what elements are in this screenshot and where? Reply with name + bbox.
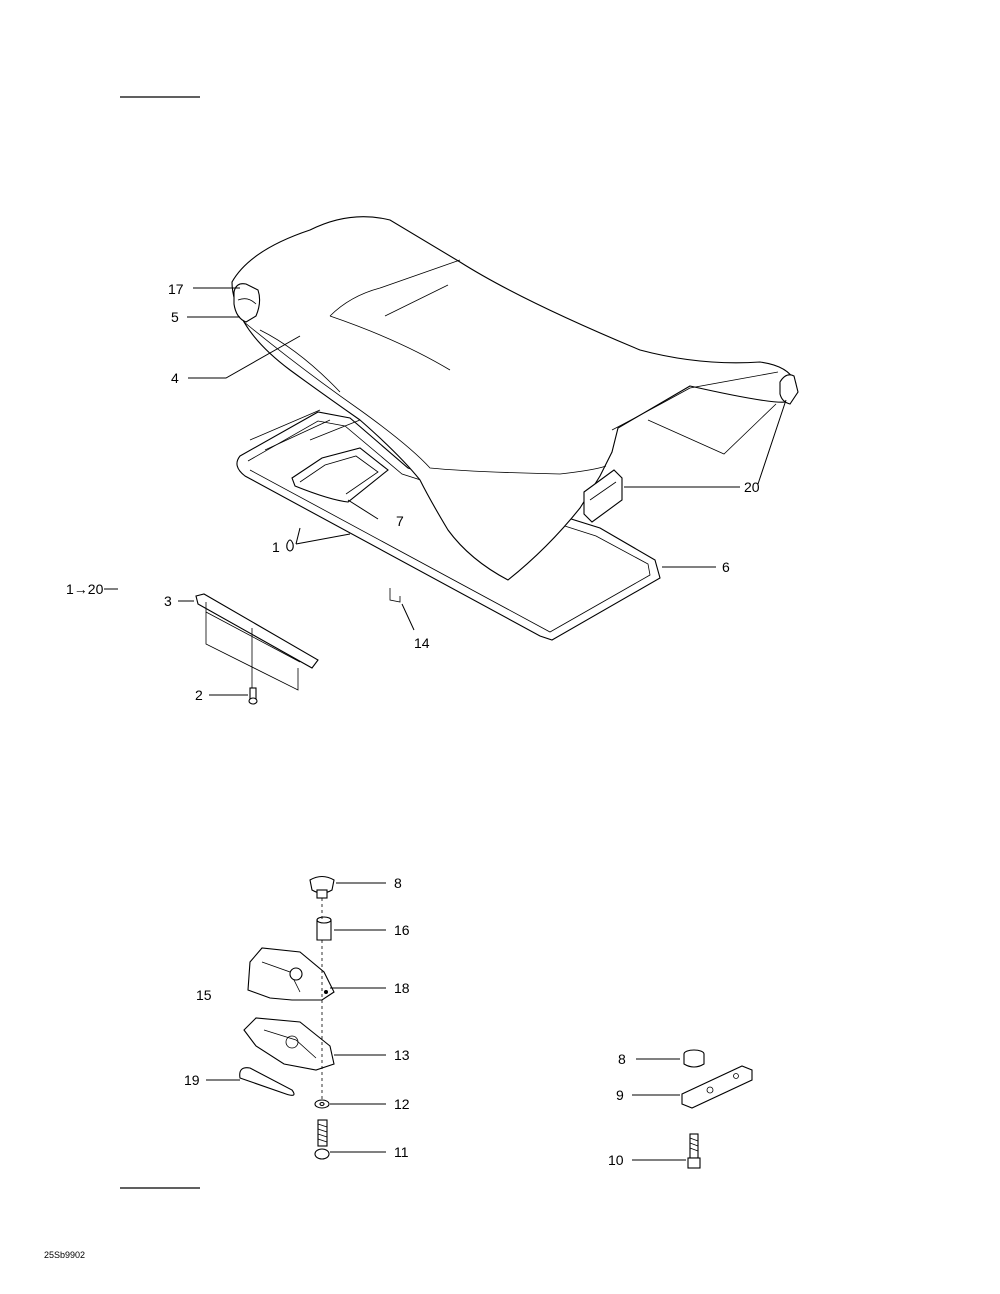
callout-13: 13	[394, 1047, 410, 1063]
front-bumper-part	[233, 283, 261, 323]
hinge-bracket-part	[195, 593, 319, 691]
striker-bumper-part	[683, 1049, 705, 1068]
callout-2: 2	[195, 687, 203, 703]
screw-part	[248, 687, 258, 705]
callout-20: 20	[744, 479, 760, 495]
callout-18: 18	[394, 980, 410, 996]
callout-14: 14	[414, 635, 430, 651]
callout-1: 1	[272, 539, 280, 555]
clip-part	[389, 588, 401, 603]
striker-plate-part	[681, 1065, 753, 1109]
seat-assembly	[104, 216, 799, 705]
latch-assembly	[206, 875, 386, 1160]
callout-4: 4	[171, 370, 179, 386]
callout-8-latch: 8	[394, 875, 402, 891]
callout-3: 3	[164, 593, 172, 609]
seat-cushion-part	[231, 216, 797, 581]
latch-body-part	[243, 1017, 335, 1071]
callout-8-striker: 8	[618, 1051, 626, 1067]
drawing-code: 25Sb9902	[44, 1250, 85, 1260]
knob-part	[309, 875, 335, 899]
rubber-pad-part	[286, 539, 294, 552]
callout-11: 11	[394, 1144, 409, 1160]
callout-16: 16	[394, 922, 410, 938]
callout-12: 12	[394, 1096, 410, 1112]
callout-5: 5	[171, 309, 179, 325]
pin-part	[239, 1067, 295, 1096]
striker-assembly	[632, 1049, 753, 1169]
callout-17: 17	[168, 281, 184, 297]
callout-10: 10	[608, 1152, 624, 1168]
callout-6: 6	[722, 559, 730, 575]
washer-part	[314, 1099, 330, 1109]
bolt-part	[314, 1119, 330, 1160]
callout-9: 9	[616, 1087, 624, 1103]
striker-screw-part	[687, 1133, 701, 1169]
callout-1-to-20: 1→20	[66, 581, 104, 597]
spacer-part	[316, 916, 332, 941]
callout-19: 19	[184, 1072, 200, 1088]
callout-7: 7	[396, 513, 404, 529]
rear-bumper-part	[583, 374, 799, 523]
latch-plate-part	[247, 947, 335, 1001]
callout-15: 15	[196, 987, 212, 1003]
